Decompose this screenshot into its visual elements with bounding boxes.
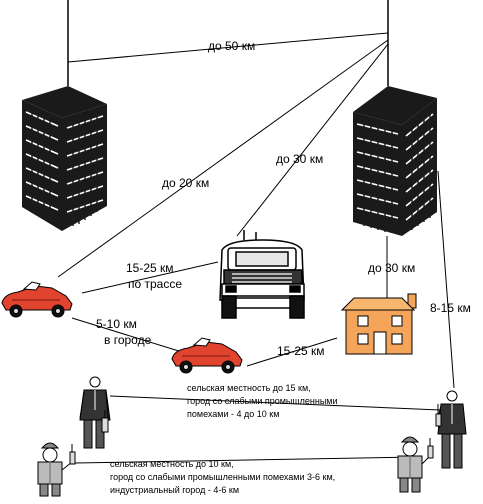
link-building-handheld [437,170,455,389]
label-handheld-a-1: сельская местность до 15 км, [187,383,311,393]
label-handheld-a-2: город со слабыми промышленными [187,396,338,406]
worker-radio-right-icon [397,436,434,493]
label-15-25km-house: 15-25 км [277,344,325,358]
label-up-to-30km-house: до 30 км [368,261,415,275]
label-in-city: в городе [104,333,152,347]
car-center-icon [171,337,243,374]
label-5-10km: 5-10 км [96,317,137,331]
house-icon [340,293,417,355]
building-left-icon [22,86,107,231]
connection-lines [57,32,455,464]
link-antenna-antenna [67,32,389,63]
person-handheld-right-icon [435,390,467,469]
distance-labels: до 50 км до 20 км до 30 км до 30 км 15-2… [96,39,471,495]
worker-radio-left-icon [37,442,76,497]
link-handhelds-lower [74,456,419,464]
label-handheld-a-3: помехами - 4 до 10 км [187,409,279,419]
label-handheld-b-2: город со слабыми промышленными помехами … [110,472,335,482]
bus-icon [219,230,305,319]
label-handheld-b-3: индустриальный город - 4-6 км [110,485,239,495]
label-8-15km: 8-15 км [430,301,471,315]
link-antenna-bus [236,43,389,237]
label-up-to-30km-bus: до 30 км [276,152,323,166]
link-car2-house [246,337,338,367]
link-handhelds-upper [109,395,441,411]
label-15-25km-highway: 15-25 км [126,261,174,275]
label-highway: по трассе [128,277,182,291]
person-handheld-left-icon [79,376,111,449]
link-antenna-car1 [57,39,389,278]
link-bus-car1 [81,261,219,294]
label-up-to-50km: до 50 км [208,39,255,53]
building-right-icon [353,86,437,236]
label-handheld-b-1: сельская местность до 10 км, [110,459,234,469]
car-left-icon [1,281,73,318]
link-car1-car2 [71,317,183,353]
label-up-to-20km: до 20 км [162,176,209,190]
